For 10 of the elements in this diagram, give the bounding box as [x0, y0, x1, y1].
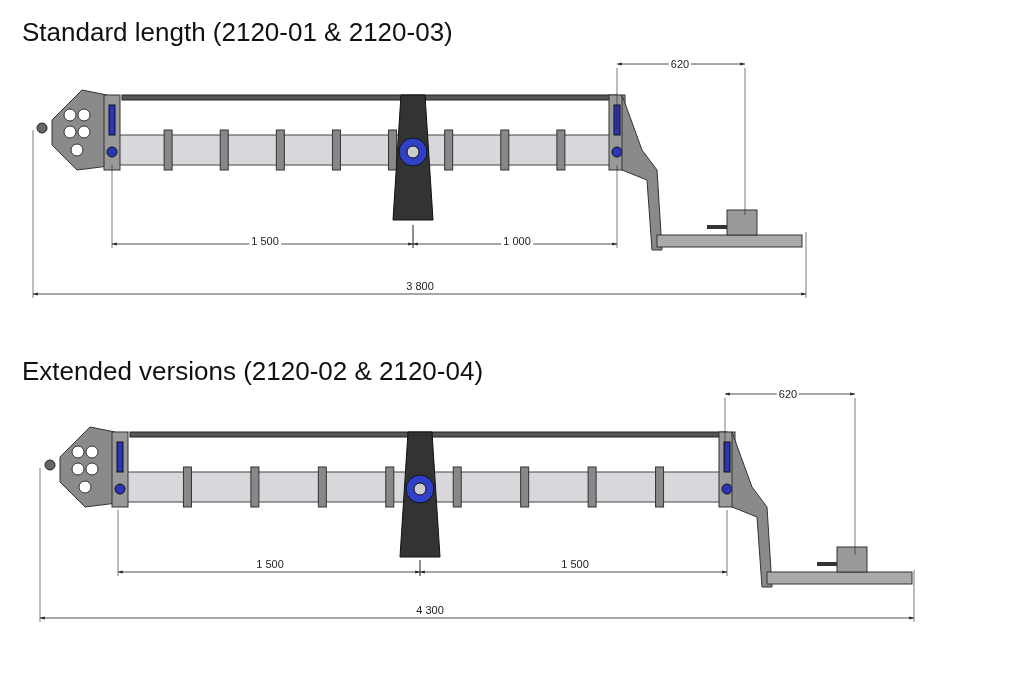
section-heading: Standard length (2120-01 & 2120-03) — [22, 17, 453, 47]
dimension-label: 620 — [668, 58, 692, 71]
dimension-label: 1 500 — [254, 558, 286, 571]
dimension-label: 1 000 — [501, 235, 533, 248]
dimension-label: 4 300 — [414, 604, 446, 617]
dimension-label: 1 500 — [559, 558, 591, 571]
dimension-label: 3 800 — [404, 280, 436, 293]
dimension-label: 1 500 — [249, 235, 281, 248]
dimension-label: 620 — [776, 388, 800, 401]
section-heading: Extended versions (2120-02 & 2120-04) — [22, 356, 484, 386]
